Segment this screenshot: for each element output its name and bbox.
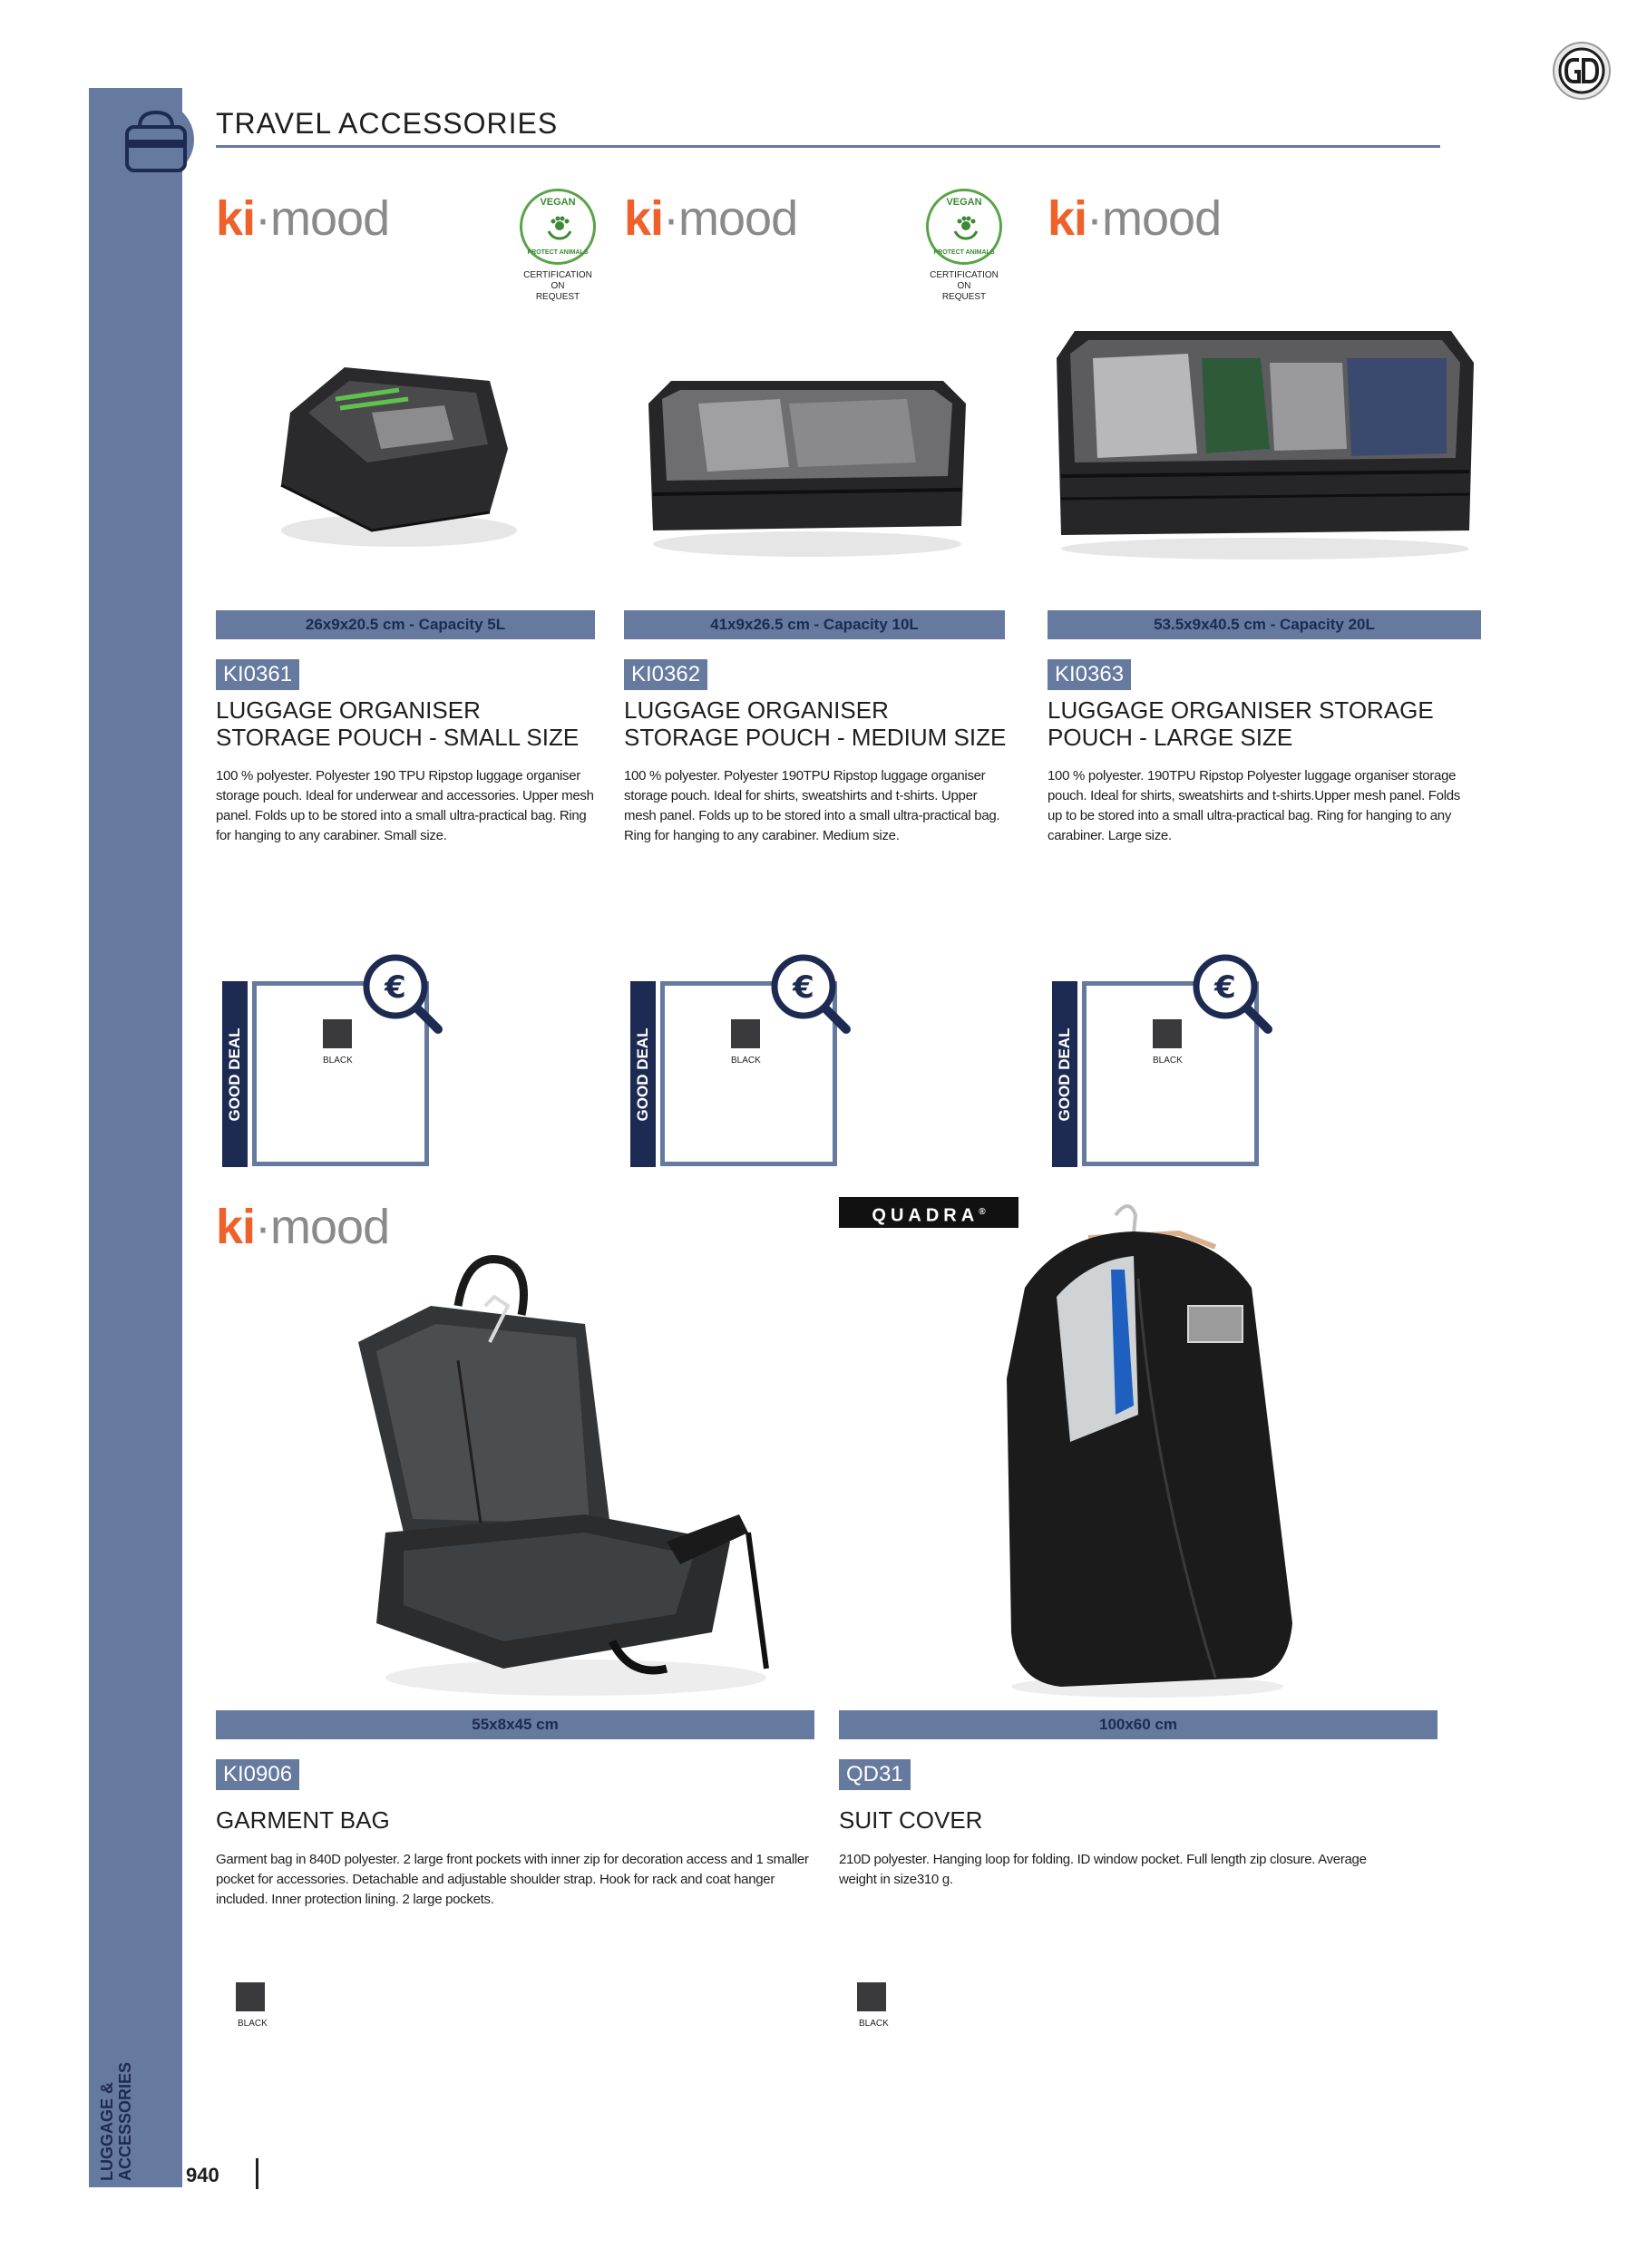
quadra-logo: QUADRA®: [839, 1197, 1018, 1228]
color-label: BLACK: [323, 1056, 353, 1066]
product-name: SUIT COVER: [839, 1806, 983, 1834]
product-image-medium-pouch: [648, 381, 966, 557]
svg-text:€: €: [1213, 969, 1236, 1006]
product-image-large-pouch: [1057, 331, 1474, 560]
product-code: KI0362: [624, 659, 708, 690]
svg-text:€: €: [384, 969, 406, 1006]
product-code: KI0363: [1048, 659, 1132, 690]
color-label: BLACK: [1153, 1056, 1183, 1066]
product-image-suit-cover: [1007, 1204, 1292, 1698]
vegan-seal: VEGAN PROTECT ANIMALS: [520, 189, 596, 265]
kimood-logo: ki·mood: [216, 191, 390, 246]
good-deal-tab: GOOD DEAL: [630, 981, 656, 1167]
sidebar-label-line2: ACCESSORIES: [116, 2061, 134, 2181]
color-swatch[interactable]: [323, 1019, 352, 1048]
product-code: QD31: [839, 1759, 911, 1790]
product-code: KI0906: [216, 1759, 300, 1790]
product-image-small-pouch: [280, 367, 517, 547]
euro-magnifier-icon: €: [771, 954, 851, 1034]
page-number: 940: [186, 2164, 219, 2186]
color-swatch[interactable]: [236, 1982, 265, 2011]
kimood-logo: ki·mood: [1048, 191, 1222, 246]
euro-magnifier-icon: €: [1193, 954, 1272, 1034]
product-description: 100 % polyester. 190TPU Ripstop Polyeste…: [1048, 768, 1460, 843]
sidebar-label: LUGGAGE & ACCESSORIES: [98, 2062, 161, 2181]
size-bar: 41x9x26.5 cm - Capacity 10L: [624, 610, 1005, 639]
color-swatch[interactable]: [1153, 1019, 1182, 1048]
size-bar: 26x9x20.5 cm - Capacity 5L: [216, 610, 595, 639]
gd-logo-icon: [1553, 42, 1611, 100]
color-swatch[interactable]: [857, 1982, 886, 2011]
good-deal-tab: GOOD DEAL: [222, 981, 248, 1167]
kimood-logo: ki·mood: [624, 191, 798, 246]
kimood-logo: ki·mood: [216, 1200, 390, 1254]
vegan-seal: VEGAN PROTECT ANIMALS: [926, 189, 1002, 265]
sidebar-band: [89, 88, 182, 2187]
color-label: BLACK: [731, 1056, 761, 1066]
color-swatch[interactable]: [731, 1019, 760, 1048]
title-rule: [216, 145, 1440, 148]
section-title: TRAVEL ACCESSORIES: [216, 107, 559, 140]
euro-magnifier-icon: €: [363, 954, 443, 1034]
color-label: BLACK: [859, 2019, 889, 2029]
sidebar-label-line1: LUGGAGE &: [98, 2081, 116, 2181]
product-description: 210D polyester. Hanging loop for folding…: [839, 1852, 1367, 1887]
size-bar: 55x8x45 cm: [216, 1710, 814, 1739]
product-code: KI0361: [216, 659, 300, 690]
product-description: Garment bag in 840D polyester. 2 large f…: [216, 1852, 809, 1907]
product-image-garment-bag: [358, 1255, 769, 1696]
product-name: GARMENT BAG: [216, 1806, 390, 1834]
page-number-rule: [256, 2158, 258, 2189]
svg-text:€: €: [792, 969, 814, 1006]
product-description: 100 % polyester. Polyester 190TPU Ripsto…: [624, 768, 1000, 843]
color-label: BLACK: [238, 2019, 268, 2029]
paw-hands-icon: [547, 216, 572, 240]
size-bar: 100x60 cm: [839, 1710, 1437, 1739]
paw-hands-icon: [953, 216, 979, 240]
bag-icon: [118, 102, 194, 178]
size-bar: 53.5x9x40.5 cm - Capacity 20L: [1048, 610, 1481, 639]
good-deal-tab: GOOD DEAL: [1052, 981, 1077, 1167]
product-description: 100 % polyester. Polyester 190 TPU Ripst…: [216, 768, 594, 843]
